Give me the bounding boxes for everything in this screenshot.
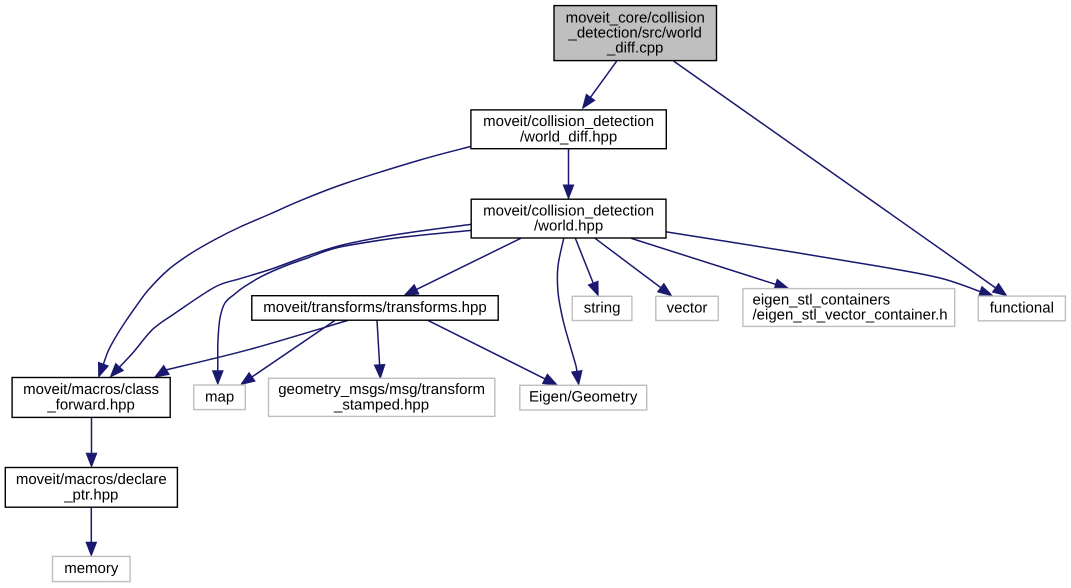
svg-text:map: map [205, 388, 234, 405]
svg-text:functional: functional [990, 300, 1054, 317]
svg-text:moveit_core/collision: moveit_core/collision [566, 10, 705, 27]
svg-text:eigen_stl_containers: eigen_stl_containers [753, 291, 891, 308]
svg-text:_ptr.hpp: _ptr.hpp [63, 486, 118, 503]
svg-text:Eigen/Geometry: Eigen/Geometry [529, 389, 638, 406]
svg-text:_diff.cpp: _diff.cpp [606, 40, 663, 57]
svg-text:moveit/macros/class: moveit/macros/class [23, 381, 159, 398]
svg-text:/world_diff.hpp: /world_diff.hpp [520, 128, 617, 145]
svg-text:_detection/src/world: _detection/src/world [567, 25, 701, 42]
svg-text:/eigen_stl_vector_container.h: /eigen_stl_vector_container.h [753, 307, 948, 324]
svg-text:moveit/collision_detection: moveit/collision_detection [483, 113, 654, 130]
svg-text:moveit/collision_detection: moveit/collision_detection [483, 202, 654, 219]
svg-text:_stamped.hpp: _stamped.hpp [333, 396, 429, 413]
svg-text:geometry_msgs/msg/transform: geometry_msgs/msg/transform [278, 381, 485, 398]
svg-text:/world.hpp: /world.hpp [534, 218, 603, 235]
svg-text:moveit/transforms/transforms.h: moveit/transforms/transforms.hpp [263, 299, 486, 316]
svg-text:moveit/macros/declare: moveit/macros/declare [16, 471, 167, 488]
svg-text:vector: vector [667, 299, 708, 316]
svg-text:_forward.hpp: _forward.hpp [46, 396, 135, 413]
svg-text:string: string [584, 299, 621, 316]
svg-text:memory: memory [64, 560, 119, 577]
